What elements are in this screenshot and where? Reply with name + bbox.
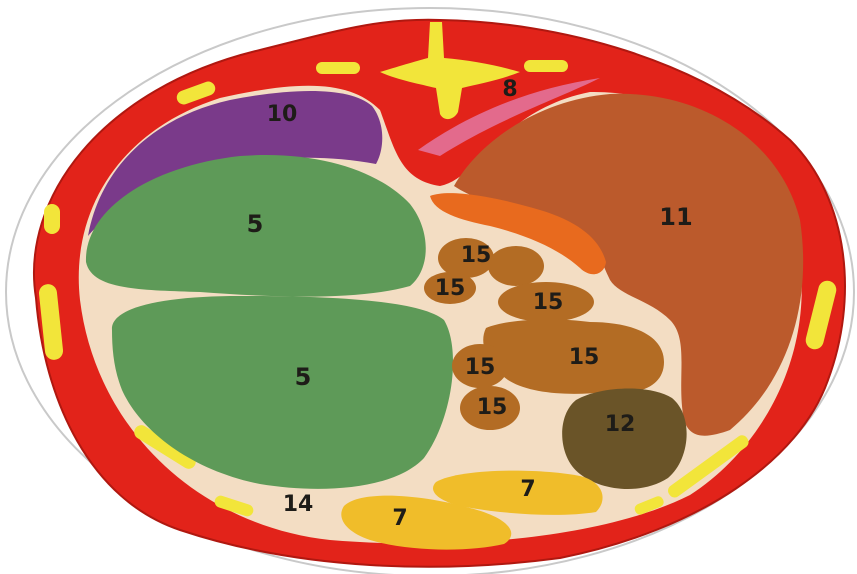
label-8: 8 bbox=[502, 77, 517, 102]
label-15-a: 15 bbox=[461, 243, 492, 268]
label-5-upper: 5 bbox=[247, 210, 264, 238]
label-11: 11 bbox=[659, 203, 692, 231]
rib-back-right bbox=[524, 60, 568, 72]
label-12: 12 bbox=[605, 412, 636, 437]
organ-15-a2 bbox=[488, 246, 544, 286]
organ-12 bbox=[562, 388, 686, 489]
label-15-b: 15 bbox=[435, 276, 466, 301]
label-15-d: 15 bbox=[569, 345, 600, 370]
label-15-e: 15 bbox=[465, 355, 496, 380]
label-7-left: 7 bbox=[392, 506, 407, 531]
label-14: 14 bbox=[283, 492, 314, 517]
label-5-lower: 5 bbox=[295, 363, 312, 391]
label-10: 10 bbox=[267, 102, 298, 127]
rib-left-1 bbox=[44, 204, 60, 234]
label-15-c: 15 bbox=[533, 290, 564, 315]
label-7-right: 7 bbox=[520, 477, 535, 502]
label-15-f: 15 bbox=[477, 395, 508, 420]
rib-back-left bbox=[316, 62, 360, 74]
